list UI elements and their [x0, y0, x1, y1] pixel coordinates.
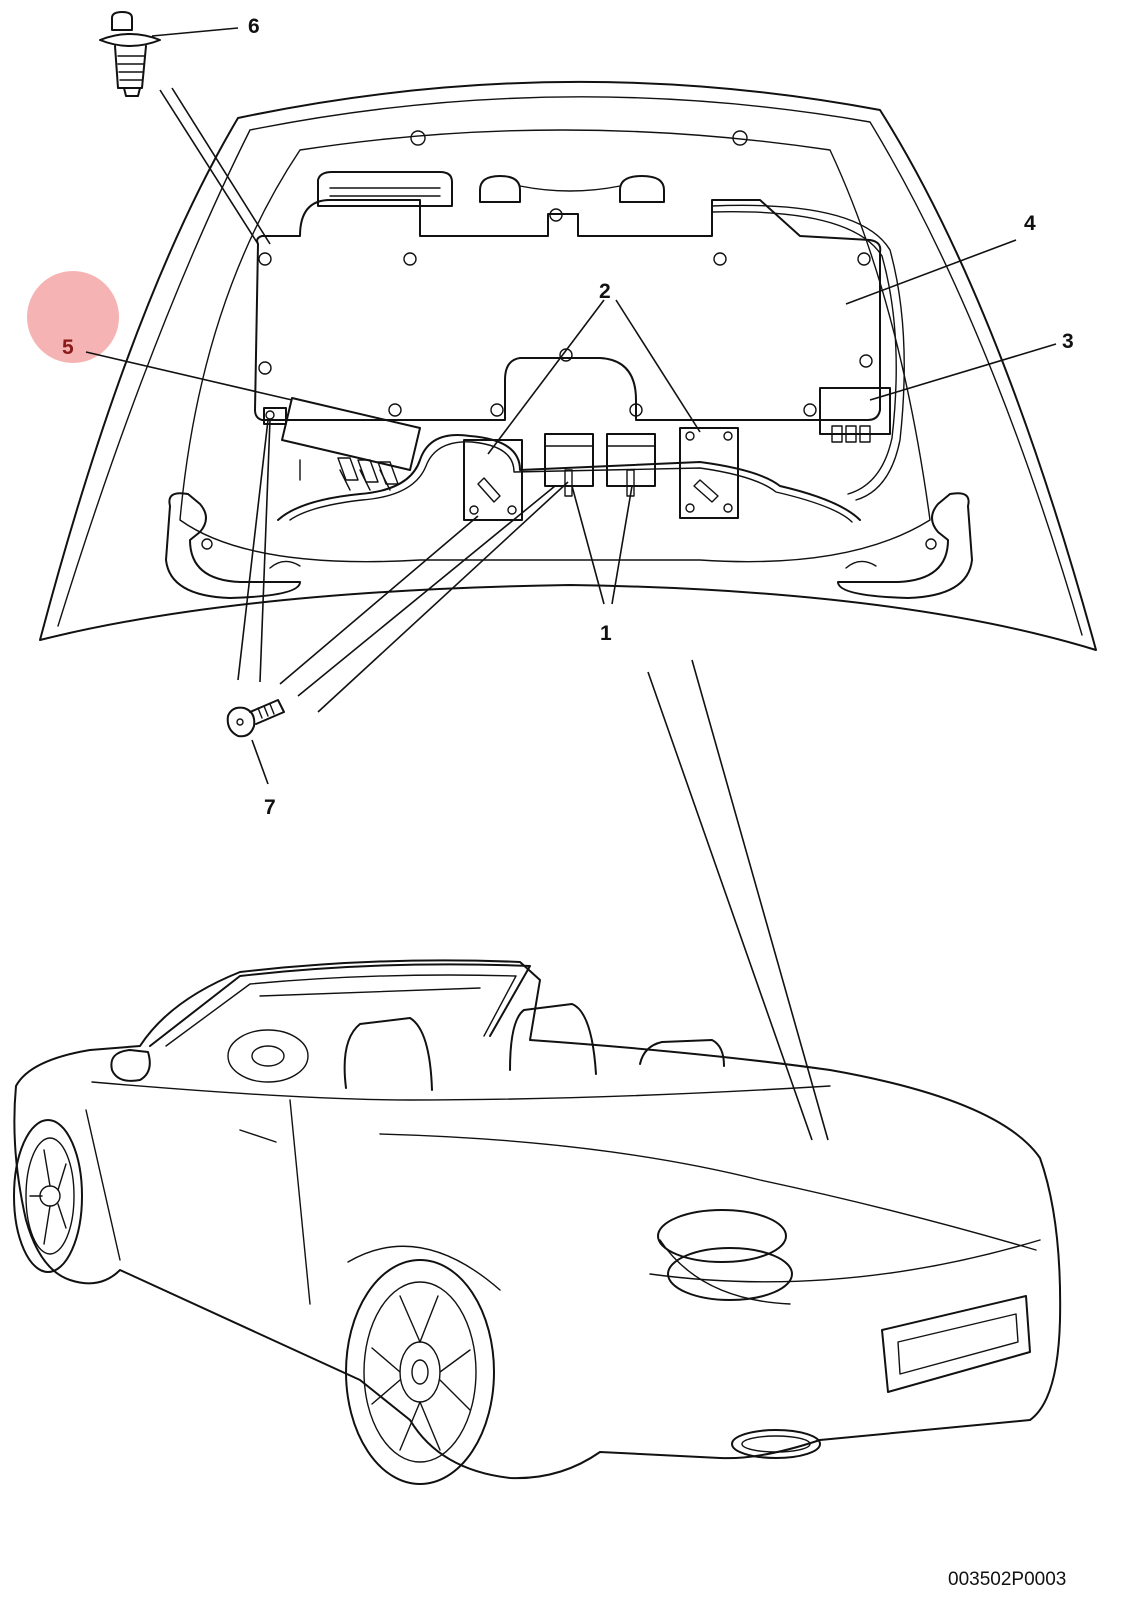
hinge-right	[837, 492, 973, 599]
control-module-part-5[interactable]	[263, 397, 421, 491]
upper-fittings	[317, 171, 665, 207]
callout-5: 5	[62, 336, 74, 359]
callout-4: 4	[1024, 212, 1036, 235]
lamp-holder-right-part-2[interactable]	[679, 427, 739, 519]
hinge-left	[165, 492, 301, 599]
callout-7: 7	[264, 796, 276, 819]
lamp-holder-left-part-2[interactable]	[463, 439, 523, 521]
connector-block-part-3[interactable]	[819, 387, 891, 443]
callout-2: 2	[599, 280, 611, 303]
switch-right-part-1[interactable]	[606, 433, 656, 497]
callout-3: 3	[1062, 330, 1074, 353]
figure-code: 003502P0003	[948, 1569, 1066, 1590]
boot-lid	[39, 80, 1097, 651]
convertible-car-illustration	[13, 959, 1062, 1485]
screw-part-7[interactable]	[226, 699, 285, 738]
push-clip-part-6[interactable]	[99, 11, 161, 97]
leader-lines	[85, 27, 1057, 1141]
callout-1: 1	[600, 622, 612, 645]
callout-6: 6	[248, 15, 260, 38]
highlight-marker	[27, 271, 119, 363]
trim-panel-part-4[interactable]	[254, 130, 882, 421]
wiring-harness	[277, 204, 905, 523]
callout-labels: 6 4 2 3 5 1 7 003502P0003	[62, 15, 1074, 1590]
switch-left-part-1[interactable]	[544, 433, 594, 497]
